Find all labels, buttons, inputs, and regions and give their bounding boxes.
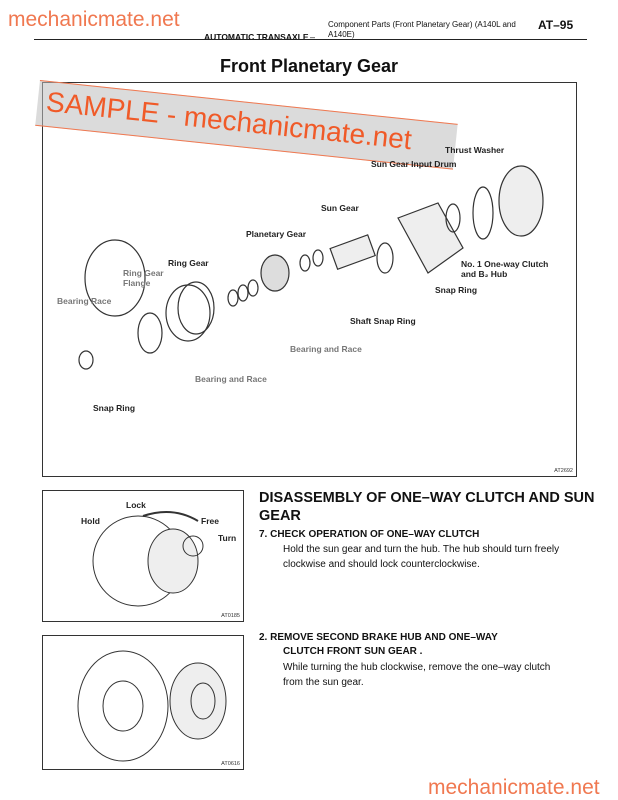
figure-check-clutch: Lock Hold Free Turn AT0185 [42, 490, 244, 622]
label-thrust-washer: Thrust Washer [445, 145, 505, 155]
label-one-way-clutch: No. 1 One-way Clutch and B₂ Hub [461, 259, 549, 279]
hub-removal-illustration [77, 650, 227, 762]
label-snap-ring: Snap Ring [435, 285, 478, 295]
label-snap-ring-2: Snap Ring [93, 403, 136, 413]
section-heading: DISASSEMBLY OF ONE–WAY CLUTCH AND SUN GE… [259, 490, 595, 524]
watermark-top: mechanicmate.net [8, 8, 180, 31]
exploded-diagram: Thrust Washer Sun Gear Input Drum Sun Ge… [42, 82, 577, 477]
label-bearing-and-race-2: Bearing and Race [195, 374, 267, 384]
page-number: AT–95 [538, 18, 574, 32]
diagram-code: AT2692 [554, 468, 573, 474]
label-sun-gear-input-drum: Sun Gear Input Drum [371, 159, 457, 169]
label-lock: Lock [126, 500, 146, 510]
step-7-text: Hold the sun gear and turn the hub. The … [283, 544, 560, 570]
header-section: AUTOMATIC TRANSAXLE [204, 32, 309, 42]
figure2-code: AT0616 [221, 761, 240, 767]
watermark-bottom: mechanicmate.net [428, 776, 600, 799]
label-free: Free [201, 516, 219, 526]
label-sun-gear: Sun Gear [321, 203, 359, 213]
step-2-heading: 2. REMOVE SECOND BRAKE HUB AND ONE–WAY [259, 632, 498, 643]
step-2-text: While turning the hub clockwise, remove … [283, 662, 551, 688]
label-bearing-and-race-1: Bearing and Race [290, 344, 362, 354]
clutch-hand-illustration [92, 511, 204, 607]
label-bearing-race: Bearing Race [57, 296, 112, 306]
label-hold: Hold [81, 516, 100, 526]
step-7-heading: 7. CHECK OPERATION OF ONE–WAY CLUTCH [259, 529, 480, 540]
figure1-code: AT0185 [221, 613, 240, 619]
label-shaft-snap-ring: Shaft Snap Ring [350, 316, 416, 326]
step-2-heading-cont: CLUTCH FRONT SUN GEAR . [283, 646, 423, 657]
header-subtitle: Component Parts (Front Planetary Gear) (… [328, 20, 516, 39]
label-ring-gear: Ring Gear [168, 258, 209, 268]
parts-illustration [78, 165, 544, 370]
label-planetary-gear: Planetary Gear [246, 229, 307, 239]
label-ring-gear-flange: Ring Gear Flange [123, 268, 164, 288]
figure-remove-hub: AT0616 [42, 635, 244, 770]
label-turn: Turn [218, 533, 237, 543]
header-dash: – [310, 32, 316, 42]
page-title: Front Planetary Gear [219, 56, 399, 76]
header-rule [34, 39, 587, 40]
